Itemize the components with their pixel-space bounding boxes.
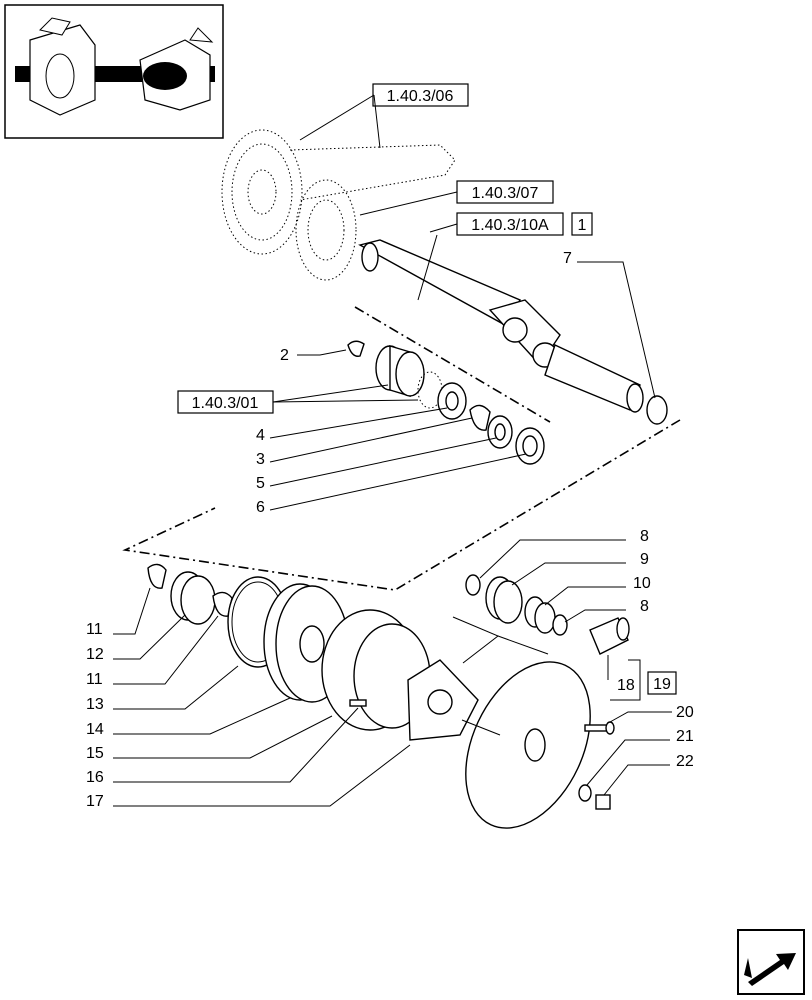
part-21-washer[interactable]: 21 — [578, 728, 694, 802]
reference-shaft[interactable]: 1.40.3/10A 1 — [456, 212, 593, 236]
callout-11: 11 — [86, 671, 103, 688]
callout-18: 18 — [617, 677, 635, 694]
reference-label: 1.40.3/10A — [471, 217, 549, 234]
zigzag-marker — [452, 616, 549, 664]
callout-5: 5 — [256, 475, 265, 492]
part-10-needle-bearing[interactable]: 10 — [524, 575, 651, 634]
reference-ring-gear[interactable]: 1.40.3/06 — [372, 83, 469, 107]
reference-label: 1.40.3/06 — [387, 88, 454, 105]
part-6-bearing[interactable]: 6 — [256, 427, 545, 516]
part-5-spacer[interactable]: 5 — [256, 415, 513, 492]
callout-6: 6 — [256, 499, 265, 516]
callout-9: 9 — [640, 551, 649, 568]
ring-gear-reference-art — [221, 94, 458, 281]
reference-label: 1.40.3/07 — [472, 185, 539, 202]
part-15-ring-gear[interactable]: 15 — [86, 609, 431, 762]
part-8-washer-b[interactable]: 8 — [552, 598, 649, 636]
reference-label: 1.40.3/01 — [192, 395, 259, 412]
reference-bearing[interactable]: 1.40.3/01 — [177, 390, 274, 414]
part-16-pin[interactable]: 16 — [86, 699, 367, 786]
hub-plate — [461, 661, 591, 829]
part-8-washer-a[interactable]: 8 — [465, 528, 649, 596]
callout-12: 12 — [86, 646, 104, 663]
part-11-circlip-a[interactable]: 11 — [86, 563, 167, 638]
callout-8: 8 — [640, 598, 649, 615]
part-12-planet-gear[interactable]: 12 — [86, 571, 216, 663]
part-4-bearing-cup[interactable]: 4 — [256, 382, 467, 444]
assembly-boundary — [354, 306, 551, 423]
callout-16: 16 — [86, 769, 104, 786]
axle-assembly-thumbnail[interactable] — [4, 4, 224, 139]
callout-3: 3 — [256, 451, 265, 468]
callout-13: 13 — [86, 696, 104, 713]
part-20-bolt[interactable]: 20 — [584, 704, 694, 735]
callout-15: 15 — [86, 745, 104, 762]
callout-8: 8 — [640, 528, 649, 545]
part-9-planet-gear[interactable]: 9 — [485, 551, 649, 624]
part-22-nut[interactable]: 22 — [595, 753, 694, 810]
part-7-circlip[interactable]: 7 — [563, 250, 668, 425]
part-18-planet-pin[interactable]: 18 — [589, 617, 641, 701]
next-page-arrow-icon[interactable] — [737, 929, 805, 995]
callout-4: 4 — [256, 427, 265, 444]
part-2-seal[interactable]: 2 — [280, 340, 365, 364]
callout-17: 17 — [86, 793, 104, 810]
callout-19: 19 — [653, 676, 671, 693]
part-19-kit-reference[interactable]: 19 — [647, 671, 677, 695]
callout-10: 10 — [633, 575, 651, 592]
reference-differential[interactable]: 1.40.3/07 — [456, 180, 554, 204]
callout-11: 11 — [86, 621, 103, 638]
callout-2: 2 — [280, 347, 289, 364]
callout-22: 22 — [676, 753, 694, 770]
callout-20: 20 — [676, 704, 694, 721]
callout-21: 21 — [676, 728, 694, 745]
callout-14: 14 — [86, 721, 104, 738]
bearing-assembly — [272, 345, 443, 409]
part-3-snap-ring[interactable]: 3 — [256, 404, 491, 468]
quantity-label: 1 — [578, 217, 587, 234]
assembly-boundary — [122, 419, 681, 591]
part-17-hub-flange[interactable]: 17 — [86, 659, 479, 810]
axle-shaft — [358, 234, 644, 413]
callout-7: 7 — [563, 250, 572, 267]
